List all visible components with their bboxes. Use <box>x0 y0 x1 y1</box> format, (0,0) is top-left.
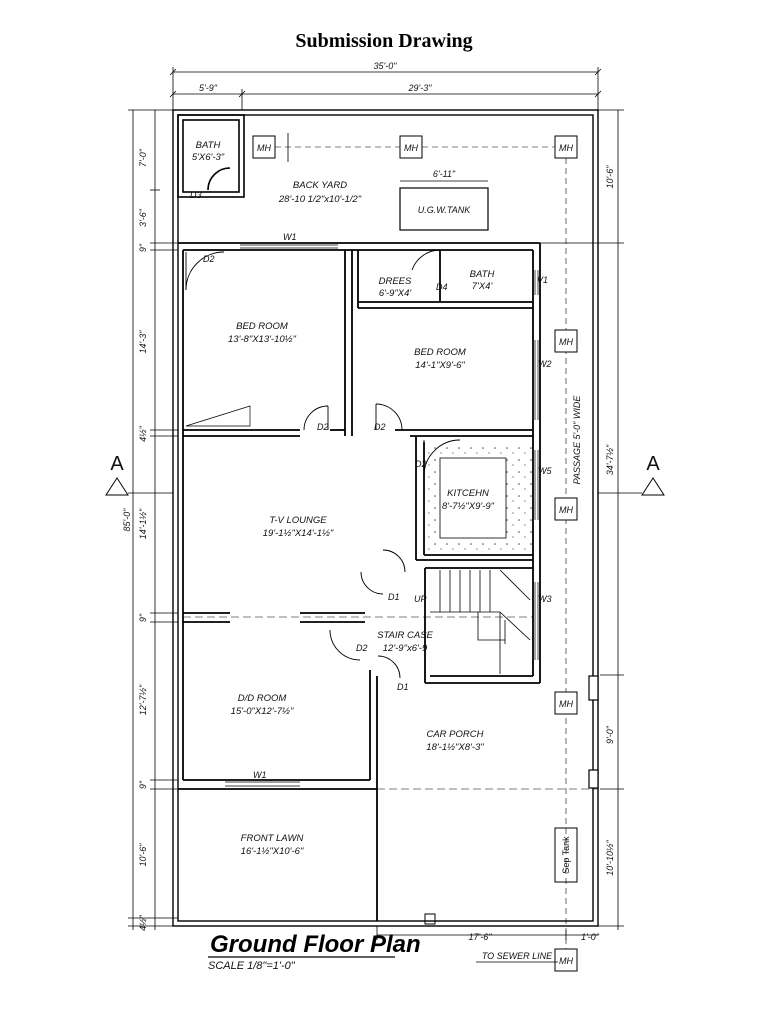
car-porch-size: 18'-1½"X8'-3" <box>426 742 484 753</box>
drawing-title: Ground Floor Plan <box>210 931 421 958</box>
door-tag-d1-b: D1 <box>397 682 409 692</box>
dress-size: 6'-9"X4' <box>379 288 413 299</box>
section-marker-right <box>598 477 665 496</box>
dim-left-10: 10'-6" <box>138 843 148 867</box>
dim-left-1: 7'-0" <box>138 148 148 167</box>
wardrobe <box>185 405 251 427</box>
door-tag-d2-b: D2 <box>317 422 329 432</box>
stair-treads <box>430 569 531 674</box>
mh-label-1: MH <box>257 143 271 153</box>
back-yard-name: BACK YARD <box>293 180 347 191</box>
dim-left-7: 9" <box>138 613 148 622</box>
bath-top-size: 5'X6'-3" <box>192 152 225 163</box>
mh-label-7: MH <box>559 956 573 966</box>
inspection-chamber <box>424 913 436 925</box>
dim-left-2: 3'-6" <box>138 208 148 227</box>
dim-tank: 6'-11" <box>433 169 456 179</box>
window-tag-w5: W5 <box>538 466 552 476</box>
right-dimensions <box>540 109 624 930</box>
window-tag-w1-top: W1 <box>283 232 297 242</box>
drawing-scale: SCALE 1/8"=1'-0" <box>208 960 296 972</box>
stair-case-name: STAIR CASE <box>377 630 433 641</box>
kitchen-size: 8'-7½"X9'-9" <box>442 501 495 512</box>
dim-bottom-1: 17'-6" <box>469 932 493 942</box>
bedroom-right-name: BED ROOM <box>414 347 466 358</box>
dim-left-11: 4½" <box>138 914 148 931</box>
bedroom-right-size: 14'-1"X9'-6" <box>415 360 465 371</box>
dd-room-name: D/D ROOM <box>238 693 287 704</box>
windows <box>225 244 539 787</box>
window-tag-w1-bottom: W1 <box>253 770 267 780</box>
dd-room-size: 15'-0"X12'-7½" <box>231 706 294 717</box>
window-tag-w2: W2 <box>538 359 552 369</box>
door-tag-d2-a: D2 <box>203 254 215 264</box>
sep-tank-label: Sep Tank <box>561 836 571 874</box>
top-dimensions <box>169 67 602 110</box>
dim-right-3: 9'-0" <box>605 725 615 744</box>
dim-left-part: 5'-9" <box>199 83 218 93</box>
dim-overall-depth: 85'-0" <box>122 508 132 532</box>
mh-label-6: MH <box>559 699 573 709</box>
kitchen-name: KITCEHN <box>447 488 489 499</box>
door-tag-d2-e: D2 <box>356 643 368 653</box>
mh-label-3: MH <box>559 143 573 153</box>
dress-name: DREES <box>379 276 412 287</box>
dim-left-6: 14'-1½" <box>138 508 148 539</box>
stair-case-size: 12'-9"x6'-9 <box>383 643 428 654</box>
sewer-label: TO SEWER LINE <box>482 951 553 961</box>
bath-right-name: BATH <box>470 269 495 280</box>
section-tag-left: A <box>110 453 124 475</box>
dim-left-8: 12'-7½" <box>138 684 148 715</box>
dim-right-2: 34'-7½" <box>605 444 615 475</box>
left-dimensions <box>128 109 178 930</box>
kitchen-counter <box>439 457 507 539</box>
dim-bottom-2: 1'-0" <box>581 932 600 942</box>
bath-right-size: 7'X4' <box>472 281 494 292</box>
ugw-tank-label: U.G.W.TANK <box>418 205 471 215</box>
mh-label-2: MH <box>404 143 418 153</box>
house-walls <box>178 242 541 921</box>
car-porch-name: CAR PORCH <box>426 729 483 740</box>
bedroom-left-size: 13'-8"X13'-10½" <box>228 334 297 345</box>
door-swings <box>185 249 461 679</box>
back-yard-size: 28'-10 1/2"x10'-1/2" <box>278 194 362 205</box>
manholes-right <box>554 329 578 972</box>
page-title: Submission Drawing <box>295 30 473 52</box>
tv-lounge-size: 19'-1½"X14'-1½" <box>263 528 334 539</box>
dim-left-3: 9" <box>138 243 148 252</box>
dim-right-1: 10'-6" <box>605 165 615 189</box>
sep-tank <box>554 827 578 883</box>
dim-left-9: 9" <box>138 780 148 789</box>
front-lawn-name: FRONT LAWN <box>241 833 304 844</box>
passage-label: PASSAGE 5'-0" WIDE <box>572 395 582 485</box>
door-tag-d3: D3 <box>190 190 202 200</box>
stair-up-label: UP <box>414 594 427 604</box>
section-marker-left <box>105 477 173 496</box>
door-tag-d4: D4 <box>436 282 448 292</box>
bedroom-left-name: BED ROOM <box>236 321 288 332</box>
dim-left-5: 4½" <box>138 425 148 442</box>
bath-top-walls <box>177 114 245 198</box>
gate-posts <box>588 675 599 789</box>
dim-right-part: 29'-3" <box>408 83 433 93</box>
front-lawn-size: 16'-1½"X10'-6" <box>241 846 304 857</box>
boundary-wall <box>172 109 599 927</box>
dim-left-4: 14'-3" <box>138 330 148 354</box>
section-tag-right: A <box>646 453 660 475</box>
door-tag-d2-d: D2 <box>415 459 427 469</box>
bottom-dimensions <box>376 926 598 940</box>
window-tag-w3: W3 <box>538 594 552 604</box>
door-tag-d1-a: D1 <box>388 592 400 602</box>
door-tag-d2-c: D2 <box>374 422 386 432</box>
dim-overall-width: 35'-0" <box>374 61 398 71</box>
mh-label-4: MH <box>559 337 573 347</box>
bath-top-name: BATH <box>196 140 221 151</box>
ugw-tank <box>399 187 489 231</box>
window-tag-v1: V1 <box>537 275 548 285</box>
mh-label-5: MH <box>559 505 573 515</box>
dim-right-4: 10'-10½" <box>605 839 615 875</box>
tv-lounge-name: T-V LOUNGE <box>269 515 327 526</box>
